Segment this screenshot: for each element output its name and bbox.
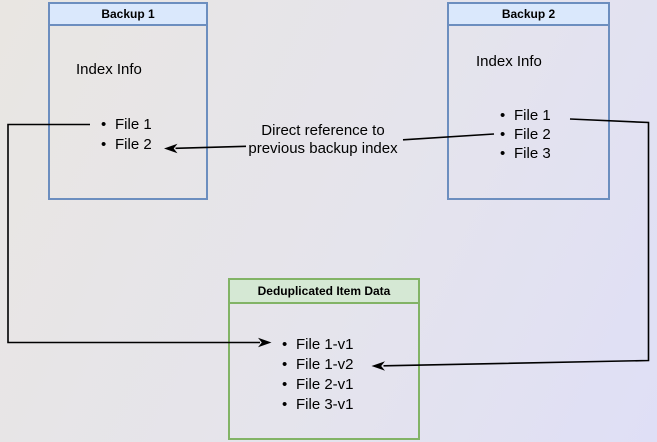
backup2-title: Backup 2	[501, 7, 556, 21]
list-item: File 1	[500, 106, 551, 125]
backup2-box: Backup 2 Index Info File 1File 2File 3	[447, 2, 610, 200]
list-item: File 1	[101, 115, 152, 135]
dedup-file-list: File 1-v1File 1-v2File 2-v1File 3-v1	[282, 335, 354, 415]
backup1-title: Backup 1	[101, 7, 155, 21]
list-item: File 1-v2	[282, 355, 354, 375]
backup1-box: Backup 1 Index Info File 1File 2	[48, 2, 208, 200]
backup2-index-info-label: Index Info	[476, 53, 542, 70]
backup2-file-list: File 1File 2File 3	[500, 106, 551, 163]
list-item: File 3	[500, 144, 551, 163]
annotation-line1: Direct reference to	[261, 122, 385, 139]
backup1-header: Backup 1	[50, 4, 206, 26]
backup1-index-info-label: Index Info	[76, 61, 142, 78]
annotation-direct-reference: Direct reference to previous backup inde…	[238, 122, 408, 157]
list-item: File 2	[500, 125, 551, 144]
list-item: File 1-v1	[282, 335, 354, 355]
list-item: File 2	[101, 135, 152, 155]
list-item: File 2-v1	[282, 375, 354, 395]
backup2-header: Backup 2	[449, 4, 608, 26]
list-item: File 3-v1	[282, 395, 354, 415]
dedup-box: Deduplicated Item Data File 1-v1File 1-v…	[228, 278, 420, 440]
dedup-title: Deduplicated Item Data	[257, 284, 391, 298]
backup1-file-list: File 1File 2	[101, 115, 152, 155]
dedup-header: Deduplicated Item Data	[230, 280, 418, 304]
annotation-line2: previous backup index	[248, 139, 398, 157]
